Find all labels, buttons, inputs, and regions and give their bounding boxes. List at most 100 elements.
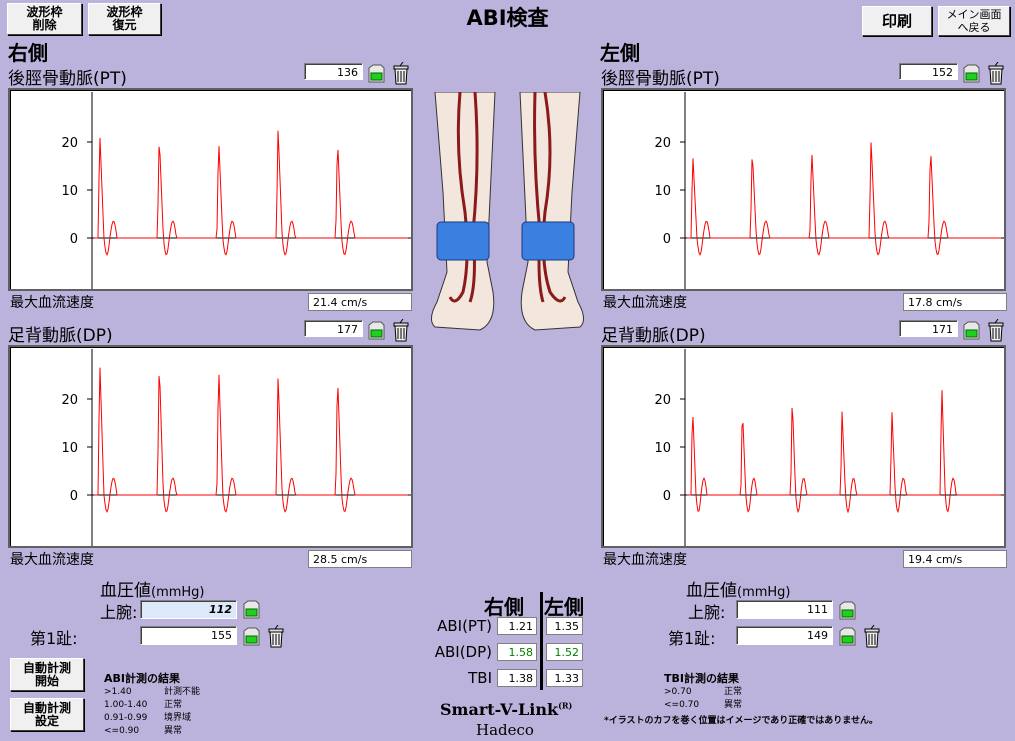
trash-icon[interactable] [862,624,882,648]
cuff-note: *イラストのカフを巻く位置はイメージであり正確ではありません。 [604,716,878,726]
waveform-line [687,390,1001,514]
bp-title: 血圧値 [100,581,151,601]
y-tick-label: 20 [61,136,78,151]
abi-row-label: ABI(PT) [437,617,492,635]
legend-result: 正常 [724,687,743,697]
right-toe-input[interactable]: 155 [140,626,237,645]
tbi-legend-title: TBI計測の結果 [664,672,739,685]
y-tick-label: 0 [70,489,78,504]
left-pt-velocity: 17.8 cm/s [903,293,1007,311]
legend-range: 1.00-1.40 [104,700,148,710]
restore-frame-button[interactable]: 波形枠 復元 [88,3,161,35]
save-icon[interactable] [241,627,261,647]
legend-result: 異常 [164,726,183,736]
left-dp-label: 足背動脈(DP) [601,326,706,346]
bp-unit: (mmHg) [151,585,205,600]
legend-range: >1.40 [104,687,132,697]
y-tick-label: 10 [654,184,671,199]
delete-frame-button[interactable]: 波形枠 削除 [7,3,82,35]
legs-illustration [431,92,584,331]
left-arm-input[interactable]: 111 [736,600,833,619]
y-tick-label: 10 [61,441,78,456]
bp-right-title: 血圧値(mmHg) [100,576,205,601]
save-icon[interactable] [241,600,261,620]
right-arm-input[interactable]: 112 [140,600,237,619]
y-tick-label: 20 [61,393,78,408]
main-menu-button[interactable]: メイン画面 へ戻る [938,6,1010,36]
y-tick-label: 20 [654,393,671,408]
right-dp-label: 足背動脈(DP) [8,326,113,346]
abi-row-label: ABI(DP) [434,643,492,661]
right-arm-label: 上腕: [100,603,138,622]
save-icon[interactable] [366,64,386,84]
waveform-plot: 0 10 20 [61,349,411,546]
legend-range: <=0.70 [664,700,700,710]
trash-icon[interactable] [986,61,1006,85]
abi-legend-title: ABI計測の結果 [104,672,180,685]
right-pt-pressure-input[interactable]: 136 [304,63,363,80]
left-dp-pressure-input[interactable]: 171 [899,320,958,337]
left-heading: 左側 [600,41,640,65]
right-pt-chart: 0 10 20 [8,88,413,291]
print-button[interactable]: 印刷 [862,6,932,36]
bp-title: 血圧値 [686,581,737,601]
abi-row-label: TBI [468,669,492,687]
waveform-line [687,142,1001,257]
legend-range: 0.91-0.99 [104,713,148,723]
auto-measure-start-button[interactable]: 自動計測 開始 [10,658,84,691]
right-toe-label: 第1趾: [30,629,78,648]
left-dp-velocity-label: 最大血流速度 [603,552,687,568]
registered-mark: (R) [558,700,573,711]
right-dp-velocity: 28.5 cm/s [308,550,412,568]
save-icon[interactable] [837,601,857,621]
table-divider [540,592,543,690]
left-toe-input[interactable]: 149 [736,626,833,645]
left-arm-label: 上腕: [688,603,726,622]
abi-left-value: 1.52 [546,643,583,661]
abi-left-value: 1.33 [546,669,583,687]
abi-left-value: 1.35 [546,617,583,635]
left-pt-pressure-input[interactable]: 152 [899,63,958,80]
left-cuff [521,221,575,261]
bp-left-title: 血圧値(mmHg) [686,576,791,601]
right-pt-velocity: 21.4 cm/s [308,293,412,311]
abi-right-value: 1.58 [497,643,537,661]
left-pt-label: 後脛骨動脈(PT) [601,69,720,89]
waveform-line [94,367,408,514]
right-pt-label: 後脛骨動脈(PT) [8,69,127,89]
y-tick-label: 0 [70,232,78,247]
legend-range: >0.70 [664,687,692,697]
trash-icon[interactable] [391,61,411,85]
legend-result: 正常 [164,700,183,710]
trash-icon[interactable] [391,318,411,342]
waveform-plot: 0 10 20 [61,92,411,289]
right-dp-chart: 0 10 20 [8,345,413,548]
brand-company: Hadeco [476,721,534,739]
abi-right-value: 1.21 [497,617,537,635]
brand-text: Smart-V-Link [440,700,559,719]
left-pt-velocity-label: 最大血流速度 [603,295,687,311]
trash-icon[interactable] [986,318,1006,342]
legend-row: >0.70 正常 [664,686,742,699]
brand-name: Smart-V-Link(R) [440,700,572,719]
y-tick-label: 20 [654,136,671,151]
page-title: ABI検査 [466,6,549,30]
legend-row: 1.00-1.40 正常 [104,699,200,712]
save-icon[interactable] [837,627,857,647]
save-icon[interactable] [961,321,981,341]
right-cuff [436,221,490,261]
y-tick-label: 10 [654,441,671,456]
y-tick-label: 10 [61,184,78,199]
right-dp-pressure-input[interactable]: 177 [304,320,363,337]
save-icon[interactable] [366,321,386,341]
auto-measure-settings-button[interactable]: 自動計測 設定 [10,698,84,731]
save-icon[interactable] [961,64,981,84]
trash-icon[interactable] [266,624,286,648]
